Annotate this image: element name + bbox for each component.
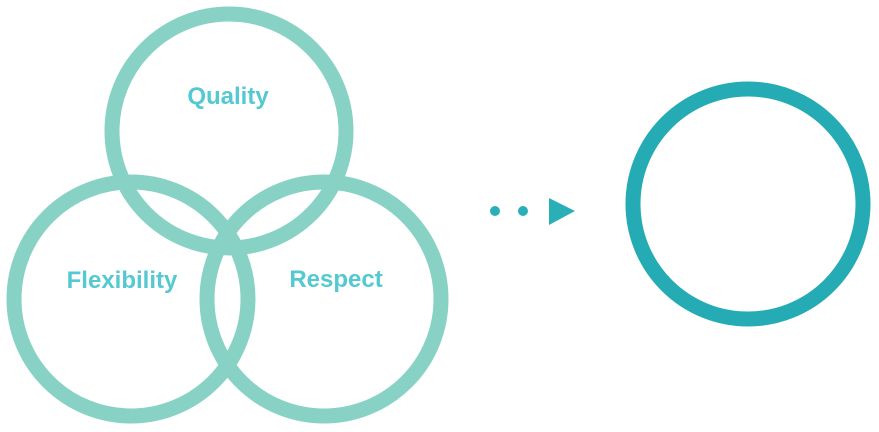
- quality-circle: [104, 6, 354, 256]
- result: [625, 81, 871, 327]
- respect-label: Respect: [289, 266, 382, 293]
- connector-dot-2: [518, 206, 528, 216]
- flexibility-circle: [6, 174, 256, 424]
- connector: [490, 198, 575, 225]
- respect-circle: [199, 174, 449, 424]
- triangle-right-icon: [549, 198, 575, 225]
- venn-labels: Quality Flexibility Respect: [67, 83, 383, 294]
- result-circle: [625, 81, 871, 327]
- quality-label: Quality: [187, 83, 269, 110]
- venn-circles: [6, 6, 449, 424]
- flexibility-label: Flexibility: [67, 267, 178, 294]
- connector-dot-1: [490, 206, 500, 216]
